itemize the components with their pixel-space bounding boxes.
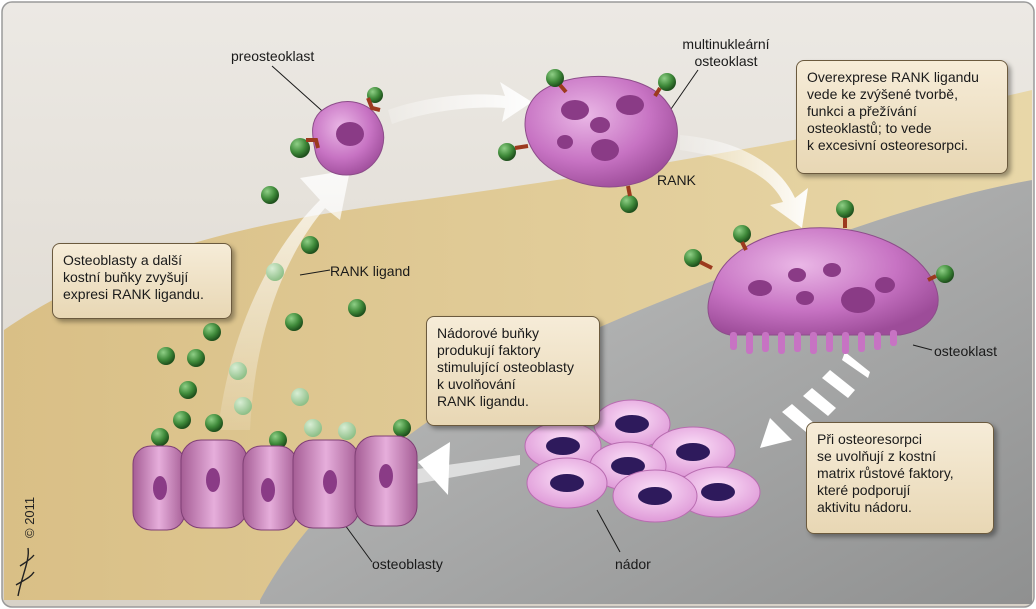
multinuclear-osteoclast-cell	[498, 69, 678, 213]
callout-tumor-line: produkují faktory	[437, 342, 541, 358]
label-rank: RANK	[657, 172, 696, 188]
label-rank-ligand: RANK ligand	[330, 263, 411, 279]
callout-osteoblasts-expression: Osteoblasty a další kostní buňky zvyšují…	[52, 243, 232, 319]
callout-osteoblasts-line: expresi RANK ligandu.	[63, 286, 204, 302]
callout-tumor-line: Nádorové buňky	[437, 325, 539, 341]
osteoclast-cell	[684, 200, 954, 354]
copyright-text: © 2011	[22, 496, 37, 538]
artist-signature	[15, 547, 35, 597]
label-multinuclear-line1: multinukleární	[682, 36, 770, 52]
osteoblast-cells	[132, 435, 418, 531]
callout-tumor-line: RANK ligandu.	[437, 393, 529, 409]
callout-overexpression-line: Overexprese RANK ligandu	[807, 69, 979, 85]
callout-resorption-line: Při osteoresorpci	[817, 431, 923, 447]
callout-overexpression-line: vede ke zvýšené tvorbě,	[807, 86, 958, 102]
label-multinuclear-line2: osteoklast	[694, 53, 758, 69]
label-preosteoclast: preosteoklast	[231, 48, 315, 64]
callout-osteoblasts-line: kostní buňky zvyšují	[63, 269, 189, 285]
callout-overexpression: Overexprese RANK ligandu vede ke zvýšené…	[796, 60, 1008, 174]
arrow-multinuclear-to-osteoclast	[680, 135, 808, 228]
rank-ligand-molecules	[151, 186, 411, 449]
label-osteoclast: osteoklast	[934, 343, 998, 359]
label-tumor: nádor	[615, 556, 651, 572]
arrow-tumor-to-osteoblasts-head	[418, 442, 450, 495]
callout-resorption-line: aktivitu nádoru.	[817, 499, 912, 515]
callout-tumor-line: k uvolňování	[437, 376, 516, 392]
callout-resorption-line: které podporují	[817, 482, 911, 498]
callout-tumor-factors: Nádorové buňky produkují faktory stimulu…	[426, 316, 600, 426]
callout-tumor-line: stimulující osteoblasty	[437, 359, 574, 375]
callout-resorption: Při osteoresorpci se uvolňují z kostní m…	[806, 422, 994, 534]
arrow-blasts-to-preosteoclast	[218, 170, 350, 430]
tumor-cells	[524, 399, 761, 523]
callout-resorption-line: matrix růstové faktory,	[817, 465, 954, 481]
callout-resorption-line: se uvolňují z kostní	[817, 448, 937, 464]
callout-overexpression-line: osteoklastů; to vede	[807, 120, 932, 136]
callout-overexpression-line: funkci a přežívání	[807, 103, 917, 119]
label-osteoblasts: osteoblasty	[372, 556, 443, 572]
callout-osteoblasts-line: Osteoblasty a další	[63, 252, 183, 268]
preosteoclast-cell	[290, 87, 385, 176]
callout-overexpression-line: k excesivní osteoresorpci.	[807, 137, 969, 153]
arrow-preosteoclast-to-multinuclear	[388, 82, 532, 124]
